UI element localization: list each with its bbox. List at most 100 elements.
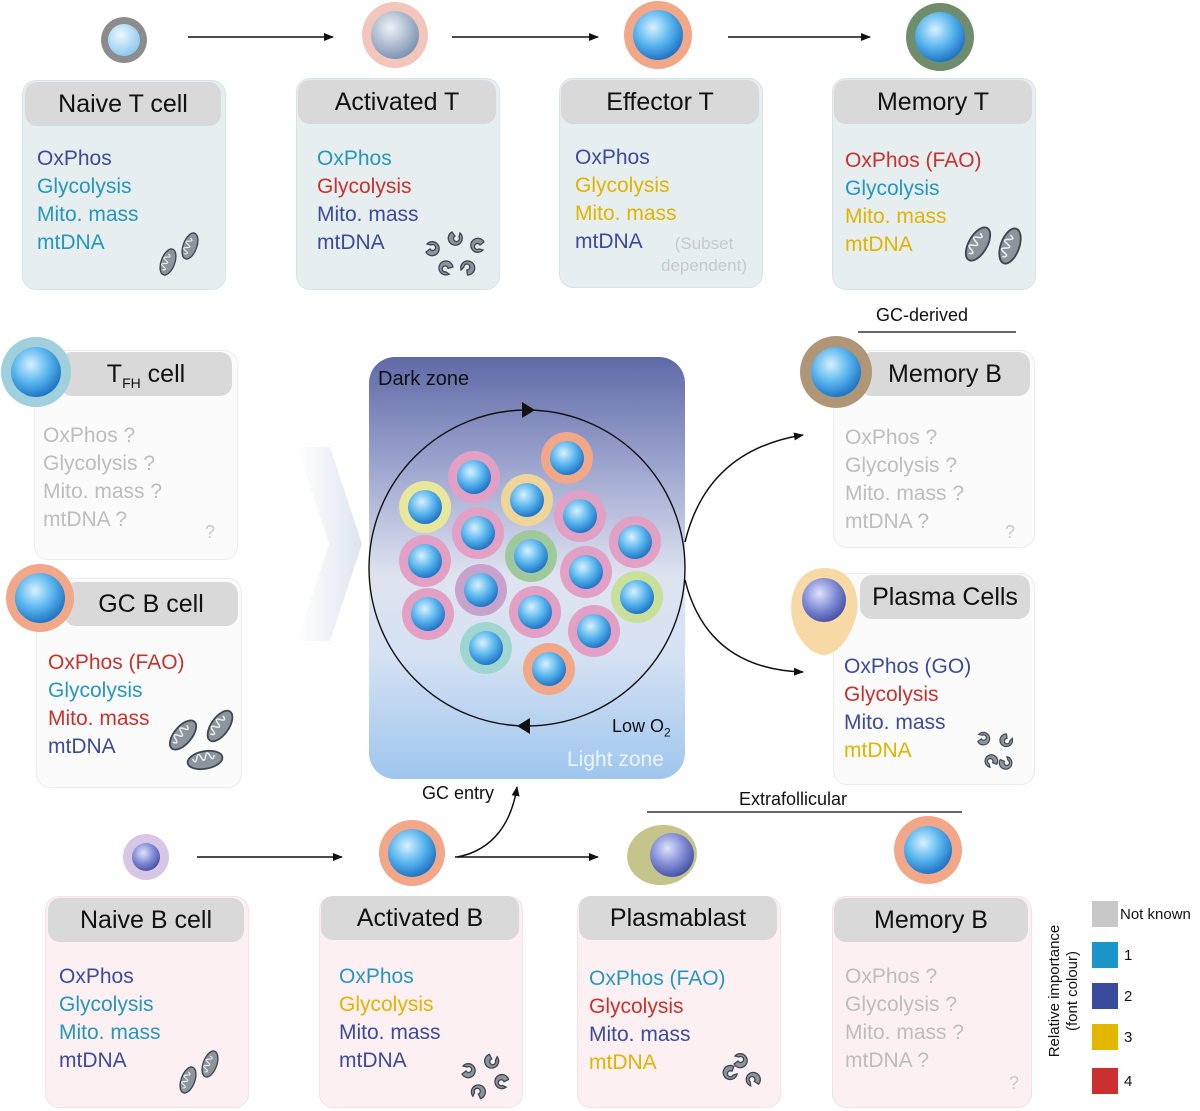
naive-b-cell-icon	[123, 834, 169, 880]
legend-label-1: 1	[1124, 947, 1133, 964]
tfh-title-main: T	[106, 359, 123, 388]
tfh-features: OxPhos ?Glycolysis ?Mito. mass ?mtDNA ?	[43, 422, 162, 534]
naive-b-mitochondria-icon	[176, 1048, 222, 1096]
metabolic-feature-line: Mito. mass	[844, 711, 946, 734]
note-line-2: dependent)	[660, 256, 748, 275]
metabolic-feature-line: mtDNA	[37, 231, 105, 254]
metabolic-feature-line: Glycolysis	[37, 175, 132, 198]
metabolic-feature-line: OxPhos ?	[43, 424, 136, 447]
tfh-title-sub: FH	[122, 375, 141, 391]
legend-label-not-known: Not known	[1120, 906, 1191, 923]
gc-cell-11	[455, 564, 507, 616]
extrafollicular-label: Extrafollicular	[739, 789, 848, 809]
effector-t-cell-icon	[624, 1, 692, 69]
activated-b-title: Activated B	[321, 896, 519, 940]
legend-label-4: 4	[1124, 1073, 1133, 1090]
memory-b-ef-cell-icon	[894, 816, 962, 884]
metabolic-feature-line: OxPhos (FAO)	[845, 149, 982, 172]
low-o2-label: Low O2	[612, 716, 671, 740]
memory-t-cell-icon	[906, 3, 974, 71]
metabolic-feature-line: mtDNA	[317, 231, 385, 254]
gc-cell-12	[611, 571, 663, 623]
legend-swatch-2	[1092, 983, 1118, 1009]
plasmablast-mitochondria-icon	[720, 1053, 763, 1089]
metabolic-feature-line: mtDNA ?	[845, 510, 930, 533]
metabolic-feature-line: OxPhos	[37, 147, 112, 170]
metabolic-feature-line: Glycolysis ?	[845, 993, 958, 1016]
note-line-1: (Subset	[674, 234, 734, 253]
metabolic-feature-line: Mito. mass	[575, 202, 677, 225]
gc-cycle-arrowhead-top	[522, 402, 535, 418]
metabolic-feature-line: OxPhos	[59, 965, 134, 988]
gc-cell-17	[523, 643, 575, 695]
memory-b-ef-title: Memory B	[834, 898, 1028, 942]
metabolic-feature-line: Mito. mass ?	[845, 1021, 965, 1044]
gc-cell-7	[609, 516, 661, 568]
metabolic-feature-line: mtDNA	[845, 233, 913, 256]
legend-swatch-1	[1092, 942, 1118, 968]
metabolic-feature-line: Glycolysis	[844, 683, 939, 706]
dark-zone-label: Dark zone	[378, 368, 470, 390]
tfh-unknown-mark: ?	[205, 522, 216, 542]
metabolic-feature-line: mtDNA	[48, 735, 116, 758]
arrow-gc-entry	[456, 786, 520, 858]
arrow-gc-to-memory-b	[684, 432, 804, 543]
metabolic-feature-line: mtDNA	[339, 1049, 407, 1072]
gc-cell-8	[505, 530, 557, 582]
metabolic-feature-line: Glycolysis ?	[845, 454, 958, 477]
memory-b-gc-unknown-mark: ?	[1005, 522, 1016, 542]
plasma-title: Plasma Cells	[860, 575, 1030, 619]
gc-b-mitochondria-icon	[164, 705, 239, 773]
gc-cell-4	[399, 481, 451, 533]
metabolic-feature-line: Glycolysis	[48, 679, 143, 702]
legend-label-3: 3	[1124, 1029, 1133, 1046]
metabolic-feature-line: mtDNA	[589, 1051, 657, 1074]
plasmablast-cell-icon	[627, 824, 697, 886]
legend: Relative importance (font colour) Not kn…	[1040, 896, 1200, 1106]
naive-t-title: Naive T cell	[25, 82, 221, 126]
plasma-cell-icon	[791, 568, 858, 655]
plasmablast-title: Plasmablast	[579, 896, 777, 940]
legend-swatch-3	[1092, 1024, 1118, 1050]
gc-cell-2	[448, 451, 500, 503]
metabolic-feature-line: Mito. mass	[59, 1021, 161, 1044]
metabolic-feature-line: Mito. mass	[317, 203, 419, 226]
effector-t-subset-note: (Subset dependent)	[650, 233, 758, 277]
metabolic-feature-line: Glycolysis ?	[43, 452, 156, 475]
metabolic-feature-line: Glycolysis	[589, 995, 684, 1018]
metabolic-feature-line: Mito. mass	[37, 203, 139, 226]
metabolic-feature-line: OxPhos	[317, 147, 392, 170]
gc-b-cell-icon	[6, 564, 74, 632]
naive-t-mitochondria-icon	[156, 230, 202, 278]
metabolic-feature-line: OxPhos ?	[845, 965, 938, 988]
gc-entry-label: GC entry	[422, 783, 495, 803]
metabolic-feature-line: OxPhos	[339, 965, 414, 988]
legend-swatch-4	[1092, 1068, 1118, 1094]
gc-b-title: GC B cell	[64, 582, 238, 626]
gc-cell-1	[541, 432, 593, 484]
gc-derived-label: GC-derived	[876, 305, 969, 325]
metabolic-feature-line: Glycolysis	[339, 993, 434, 1016]
metabolic-feature-line: Mito. mass	[589, 1023, 691, 1046]
low-o2-text: Low O	[612, 716, 665, 736]
arrow-gc-to-plasma	[684, 579, 804, 676]
metabolic-feature-line: Mito. mass ?	[845, 482, 965, 505]
memory-b-gc-title: Memory B	[860, 352, 1030, 396]
metabolic-feature-line: Glycolysis	[317, 175, 412, 198]
metabolic-feature-line: mtDNA ?	[845, 1049, 930, 1072]
metabolic-feature-line: Mito. mass	[339, 1021, 441, 1044]
gc-cell-10	[560, 546, 612, 598]
memory-b-ef-features: OxPhos ? Glycolysis ? Mito. mass ? mtDNA ?	[845, 963, 964, 1075]
tfh-title-rest: cell	[140, 359, 186, 388]
memory-b-ef-unknown-mark: ?	[1009, 1073, 1020, 1093]
gc-cycle-arrowhead-bottom	[517, 718, 530, 734]
metabolic-feature-line: OxPhos (FAO)	[48, 651, 185, 674]
